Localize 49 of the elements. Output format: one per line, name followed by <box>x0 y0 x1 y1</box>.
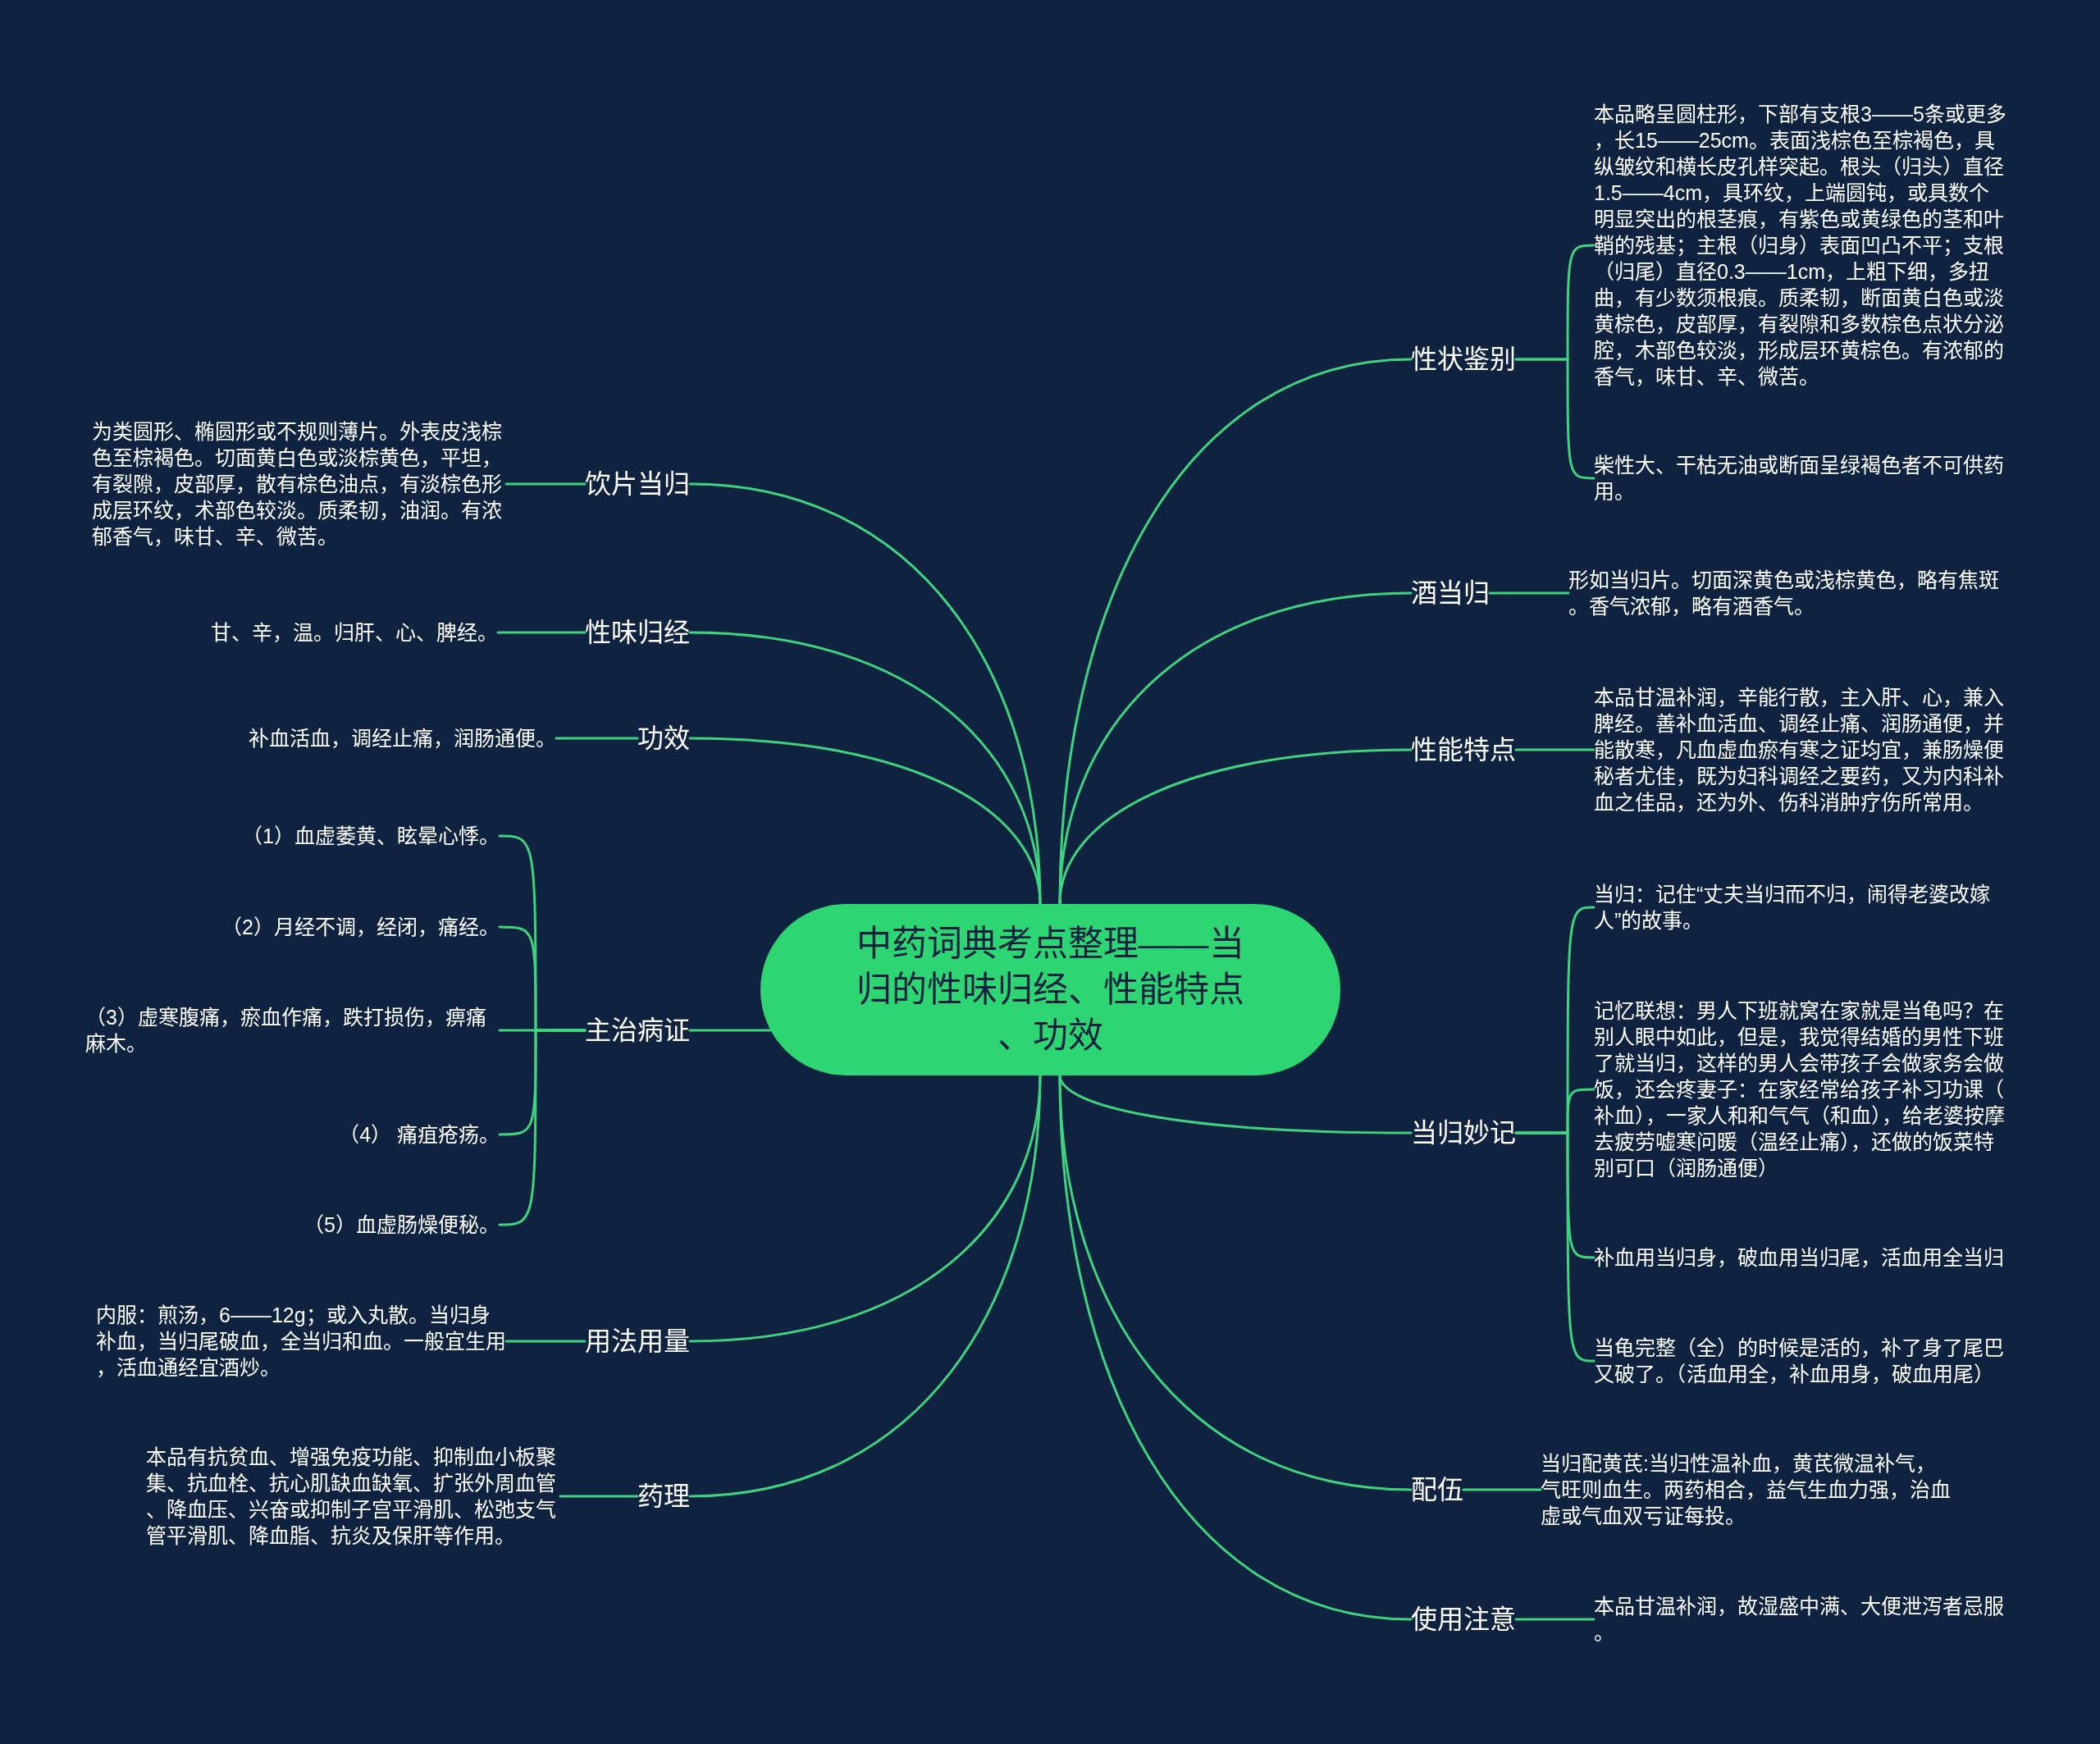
branch-label: 性状鉴别 <box>1411 343 1516 376</box>
connector-line <box>559 1495 639 1498</box>
branch-label: 性味归经 <box>585 616 690 649</box>
note-text: （4） 痛疽疮疡。 <box>339 1121 500 1148</box>
note-text: 本品有抗贫血、增强免疫功能、抑制血小板聚集、抗血栓、抗心肌缺血缺氧、扩张外周血管、降血压、兴奋或抑制子宫平滑肌、松弛支气管平滑肌、降血脂、抗炎及保肝等作用。 <box>146 1444 560 1549</box>
note-text: 当归配黄芪:当归性温补血，黄芪微温补气，气旺则血生。两药相合，益气生血力强，治血虚或气血双亏证每投。 <box>1541 1450 1955 1529</box>
connector-line <box>1462 1488 1542 1491</box>
note-text: 甘、辛，温。归肝、心、脾经。 <box>211 619 498 646</box>
connector-line <box>1514 1618 1596 1621</box>
note-text: 补血用当归身，破血用当归尾，活血用全当归 <box>1594 1244 2004 1271</box>
connector-line <box>504 1340 587 1343</box>
note-text: 补血活血，调经止痛，润肠通便。 <box>249 725 556 751</box>
connector-line <box>1488 591 1570 595</box>
branch-label: 功效 <box>637 722 690 755</box>
branch-label: 使用注意 <box>1411 1603 1516 1636</box>
note-text: 当龟完整（全）的时候是活的，补了身了尾巴又破了。（活血用全，补血用身，破血用尾） <box>1594 1335 2008 1387</box>
note-text: 形如当归片。切面深黄色或浅棕黄色，略有焦斑。香气浓郁，略有酒香气。 <box>1568 567 2003 619</box>
note-text: 本品略呈圆柱形，下部有支根3——5条或更多，长15——25cm。表面浅棕色至棕褐色，具纵皱纹和横长皮孔样突起。根头（归头）直径1.5——4cm，具环纹，上端圆钝，或具数个明显突出的根茎痕，有紫色或黄绿色的茎和叶鞘的残基；主根（归身）表面凹凸不平；支根（归尾）直径0.3——1cm，上粗下细，多扭曲，有少数须根痕。质柔韧，断面黄白色或淡黄棕色，皮部厚，有裂隙和多数棕色点状分泌腔，木部色较淡，形成层环黄棕色。有浓郁的香气，味甘、辛、微苦。 <box>1594 101 2008 390</box>
branch-label: 主治病证 <box>585 1014 690 1047</box>
note-text: 内服：煎汤，6——12g；或入丸散。当归身补血，当归尾破血，全当归和血。一般宜生用，活血通经宜酒炒。 <box>96 1302 506 1381</box>
branch-label: 药理 <box>637 1480 690 1513</box>
branch-label: 配伍 <box>1411 1473 1463 1506</box>
branch-label: 饮片当归 <box>585 468 690 500</box>
connector-line <box>504 482 587 486</box>
branch-label: 酒当归 <box>1411 577 1490 609</box>
connector-line <box>555 737 639 740</box>
note-text: （1）血虚萎黄、眩晕心悸。 <box>242 823 500 849</box>
connector-line <box>688 737 1042 905</box>
connector-line <box>1058 358 1413 905</box>
note-text: 当归：记住“丈夫当归而不归，闹得老婆改嫁人”的故事。 <box>1594 881 2008 934</box>
note-text: 柴性大、干枯无油或断面呈绿褐色者不可供药用。 <box>1594 452 2008 504</box>
note-text: 本品甘温补润，辛能行散，主入肝、心，兼入脾经。善补血活血、调经止痛、润肠通便，并能散寒，凡血虚血瘀有寒之证均宜，兼肠燥便秘者尤佳，既为妇科调经之要药，又为内科补血之佳品，还为外、伤科消肿疗伤所常用。 <box>1594 684 2008 815</box>
connector-line <box>496 631 587 634</box>
note-text: 本品甘温补润，故湿盛中满、大便泄泻者忌服。 <box>1594 1593 2008 1646</box>
branch-label: 性能特点 <box>1411 733 1516 766</box>
note-text: （2）月经不调，经闭，痛经。 <box>221 914 500 940</box>
note-text: （3）虚寒腹痛，瘀血作痛，跌打损伤，痹痛麻木。 <box>85 1004 500 1057</box>
note-text: （5）血虚肠燥便秘。 <box>304 1212 500 1238</box>
connector-line <box>498 1029 587 1226</box>
note-text: 为类圆形、椭圆形或不规则薄片。外表皮浅棕色至棕褐色。切面黄白色或淡棕黄色，平坦，有裂隙，皮部厚，散有棕色油点，有淡棕色形成层环纹，术部色较淡。质柔韧，油润。有浓郁香气，味甘、辛、微苦。 <box>92 418 506 550</box>
connector-line <box>1514 748 1596 751</box>
branch-label: 用法用量 <box>585 1325 690 1358</box>
connector-line <box>688 1074 1042 1498</box>
connector-line <box>688 1029 772 1032</box>
connector-line <box>1058 1074 1413 1621</box>
note-text: 记忆联想：男人下班就窝在家就是当龟吗？在别人眼中如此，但是，我觉得结婚的男性下班了就当归，这样的男人会带孩子会做家务会做饭，还会疼妻子：在家经常给孩子补习功课（补血），一家人和和气气（和血），给老婆按摩去疲劳嘘寒问暖（温经止痛），还做的饭菜特别可口（润肠通便） <box>1594 998 2008 1181</box>
central-topic-pill: 中药词典考点整理——当归的性味归经、性能特点、功效 <box>760 903 1340 1075</box>
branch-label: 当归妙记 <box>1411 1116 1516 1149</box>
connector-line <box>1058 748 1413 905</box>
